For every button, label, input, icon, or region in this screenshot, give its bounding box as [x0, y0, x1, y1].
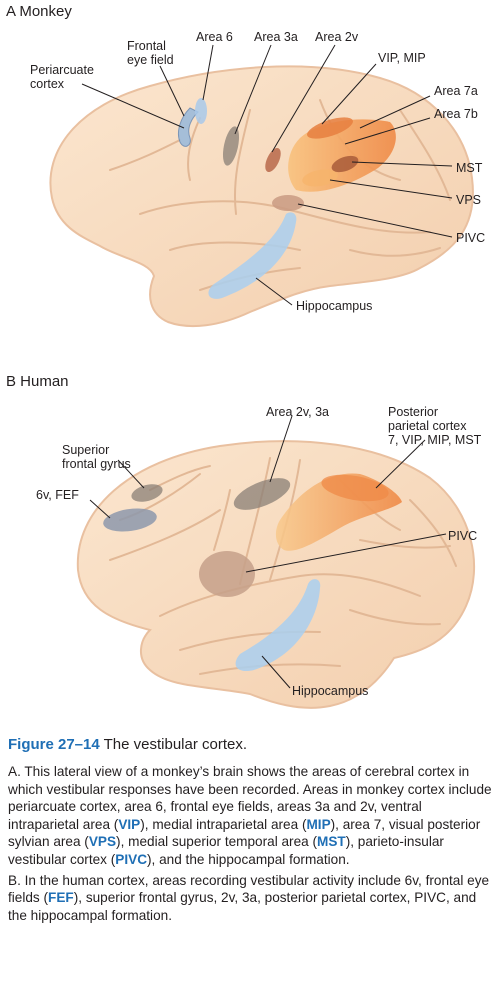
monkey-brain-diagram: Frontal eye field Periarcuate cortex Are… [30, 30, 485, 328]
label-posterior-parietal-3: 7, VIP, MIP, MST [388, 433, 482, 447]
cap-a-text-1: A. This lateral view of a monkey’s brain… [8, 764, 492, 832]
cap-a-text-5: ), parieto-insular vestibular cortex ( [8, 834, 444, 867]
cap-a-vip: VIP [118, 816, 141, 832]
label-pivc: PIVC [456, 231, 485, 245]
label-mst: MST [456, 161, 483, 175]
cap-a-text-4: ), medial superior temporal area ( [116, 834, 318, 850]
human-pp-inner [321, 474, 389, 502]
cap-a-pivc: PIVC [115, 851, 148, 867]
human-hippocampus [235, 579, 321, 672]
cap-a-mip: MIP [306, 816, 331, 832]
monkey-mst [331, 155, 359, 173]
label-frontal-eye-field-2: eye field [127, 53, 174, 67]
monkey-pivc [272, 195, 304, 211]
label-superior-frontal-2: frontal gyrus [62, 457, 131, 471]
label-hippocampus: Hippocampus [292, 684, 368, 698]
human-superior-frontal-gyrus [131, 484, 163, 502]
label-fef: 6v, FEF [36, 488, 79, 502]
figure-caption: Figure 27–14 The vestibular cortex. A. T… [8, 732, 494, 927]
label-posterior-parietal-1: Posterior [388, 405, 438, 419]
cap-a-mst: MST [317, 834, 346, 850]
label-frontal-eye-field-1: Frontal [127, 39, 166, 53]
monkey-hippocampus [208, 212, 297, 299]
label-periarcuate-2: cortex [30, 77, 65, 91]
cap-a-text-6: ), and the hippocampal formation. [147, 851, 350, 867]
label-area2v-3a: Area 2v, 3a [266, 405, 329, 419]
cap-b-text-1: B. In the human cortex, areas recording … [8, 872, 490, 906]
cap-a-text-2: ), medial intraparietal area ( [140, 816, 307, 832]
monkey-area2v [265, 147, 281, 173]
panel-a-title: A Monkey [6, 3, 72, 20]
panel-a-monkey: A Monkey [0, 0, 500, 360]
human-area2v-3a [233, 478, 291, 510]
label-area3a: Area 3a [254, 30, 298, 44]
cap-a-vps: VPS [88, 834, 117, 850]
figure-number: Figure 27–14 [8, 736, 100, 753]
panel-b-title: B Human [6, 373, 69, 390]
caption-paragraph-b: B. In the human cortex, areas recording … [8, 872, 494, 925]
human-fef [103, 508, 157, 532]
label-posterior-parietal-2: parietal cortex [388, 419, 467, 433]
caption-title: Figure 27–14 The vestibular cortex. [8, 736, 494, 753]
human-brain-diagram: Superior frontal gyrus Area 2v, 3a Poste… [36, 405, 482, 709]
human-leader-lines [89, 415, 447, 689]
label-vps: VPS [456, 193, 481, 207]
label-area2v: Area 2v [315, 30, 359, 44]
monkey-area3a [222, 126, 240, 166]
label-vip-mip: VIP, MIP [378, 51, 426, 65]
monkey-vip-mip [307, 117, 353, 139]
cap-b-text-2: ), superior frontal gyrus, 2v, 3a, poste… [8, 890, 477, 923]
cap-b-fef: FEF [48, 890, 74, 906]
label-hippocampus: Hippocampus [296, 299, 372, 313]
monkey-area6 [195, 98, 207, 124]
label-area7b: Area 7b [434, 107, 478, 121]
human-sulci [109, 457, 457, 675]
caption-paragraph-a: A. This lateral view of a monkey’s brain… [8, 763, 494, 869]
monkey-vps [302, 169, 338, 187]
label-pivc: PIVC [448, 529, 477, 543]
monkey-leader-lines [81, 44, 453, 306]
panel-b-human: B Human [0, 370, 500, 730]
label-periarcuate-1: Periarcuate [30, 63, 94, 77]
label-area6: Area 6 [196, 30, 233, 44]
figure-title: The vestibular cortex. [103, 736, 248, 753]
human-pivc [199, 551, 255, 597]
label-superior-frontal-1: Superior [62, 443, 109, 457]
cap-a-text-3: ), area 7, visual posterior sylvian area… [8, 816, 481, 850]
label-area7a: Area 7a [434, 84, 478, 98]
